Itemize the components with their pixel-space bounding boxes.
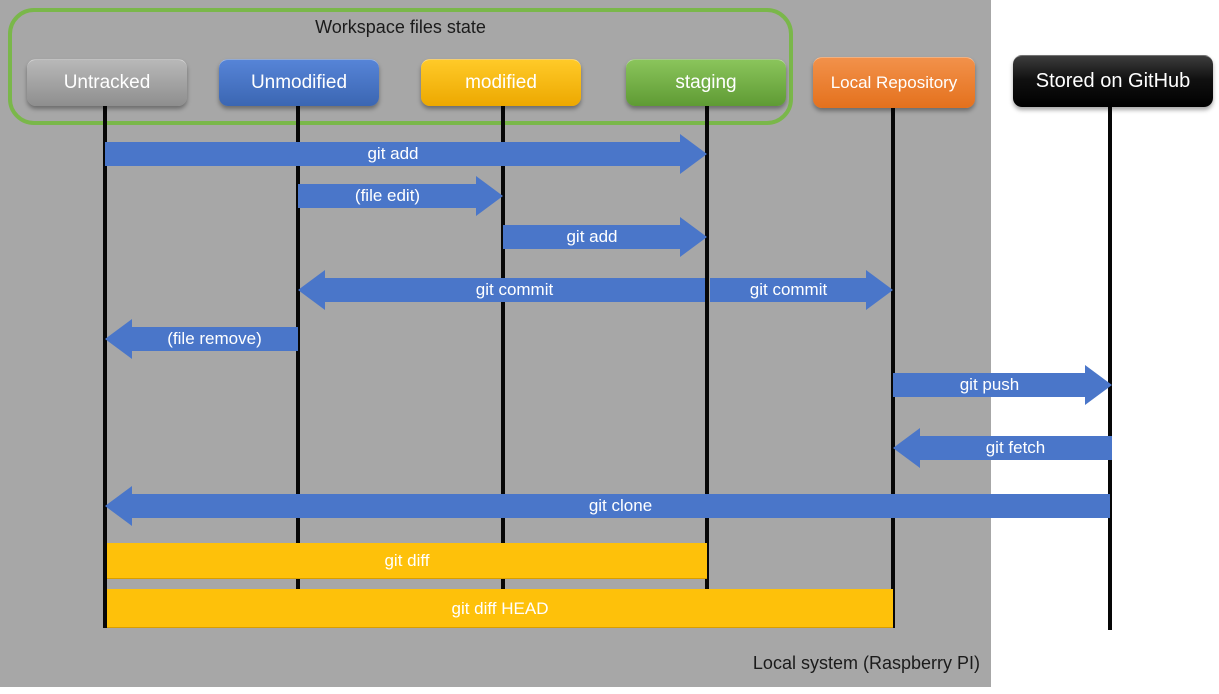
arrow-body	[503, 225, 681, 249]
arrow-head-left-icon	[105, 486, 132, 526]
arrow-label: git clone	[588, 496, 653, 515]
arrow-file-edit: (file edit)	[298, 176, 503, 216]
local-system-caption: Local system (Raspberry PI)	[752, 653, 980, 673]
arrow-label: (file remove)	[167, 329, 262, 348]
arrow-git-add-untracked-to-staging: git add	[105, 134, 707, 174]
arrow-head-right-icon	[866, 270, 893, 310]
arrow-label: git push	[959, 375, 1020, 394]
arrow-head-left-icon	[893, 428, 920, 468]
arrow-head-right-icon	[680, 134, 707, 174]
arrow-body	[105, 142, 681, 166]
workspace-group-outline	[8, 8, 793, 125]
lifeline-untracked	[103, 105, 107, 628]
arrow-git-commit-to-local-repository: git commit	[710, 270, 893, 310]
arrow-git-clone: git clone	[105, 486, 1110, 526]
arrow-label: git add	[566, 227, 618, 246]
arrow-head-left-icon	[298, 270, 325, 310]
lifeline-modified	[501, 105, 505, 628]
arrow-label: (file edit)	[354, 186, 421, 205]
range-bar-git-diff-head: git diff HEAD	[107, 589, 893, 628]
arrow-head-right-icon	[476, 176, 503, 216]
arrow-git-commit-to-unmodified: git commit	[298, 270, 705, 310]
arrow-body	[131, 327, 298, 351]
arrow-body	[298, 184, 477, 208]
arrow-body	[919, 436, 1112, 460]
arrow-head-right-icon	[1085, 365, 1112, 405]
arrow-git-add-modified-to-staging: git add	[503, 217, 707, 257]
arrow-body	[131, 494, 1110, 518]
lifeline-staging	[705, 105, 709, 628]
lifeline-unmodified	[296, 105, 300, 628]
arrow-label: git add	[367, 144, 419, 163]
arrow-head-left-icon	[105, 319, 132, 359]
workspace-group-title: Workspace files state	[315, 17, 486, 37]
arrow-label: git fetch	[985, 438, 1046, 457]
state-box-unmodified: Unmodified	[219, 59, 379, 106]
arrow-body	[324, 278, 705, 302]
arrow-file-remove: (file remove)	[105, 319, 298, 359]
state-box-modified: modified	[421, 59, 581, 106]
state-box-stored-on-github: Stored on GitHub	[1013, 55, 1213, 107]
state-box-staging: staging	[626, 59, 786, 106]
arrow-body	[710, 278, 867, 302]
lifeline-local-repository	[891, 107, 895, 628]
arrow-label: git commit	[749, 280, 828, 299]
arrow-head-right-icon	[680, 217, 707, 257]
state-box-untracked: Untracked	[27, 59, 187, 106]
arrow-body	[893, 373, 1086, 397]
range-bar-git-diff: git diff	[107, 543, 707, 579]
arrow-label: git commit	[475, 280, 554, 299]
arrow-git-push: git push	[893, 365, 1112, 405]
state-box-local-repository: Local Repository	[813, 57, 975, 108]
arrow-git-fetch: git fetch	[893, 428, 1112, 468]
